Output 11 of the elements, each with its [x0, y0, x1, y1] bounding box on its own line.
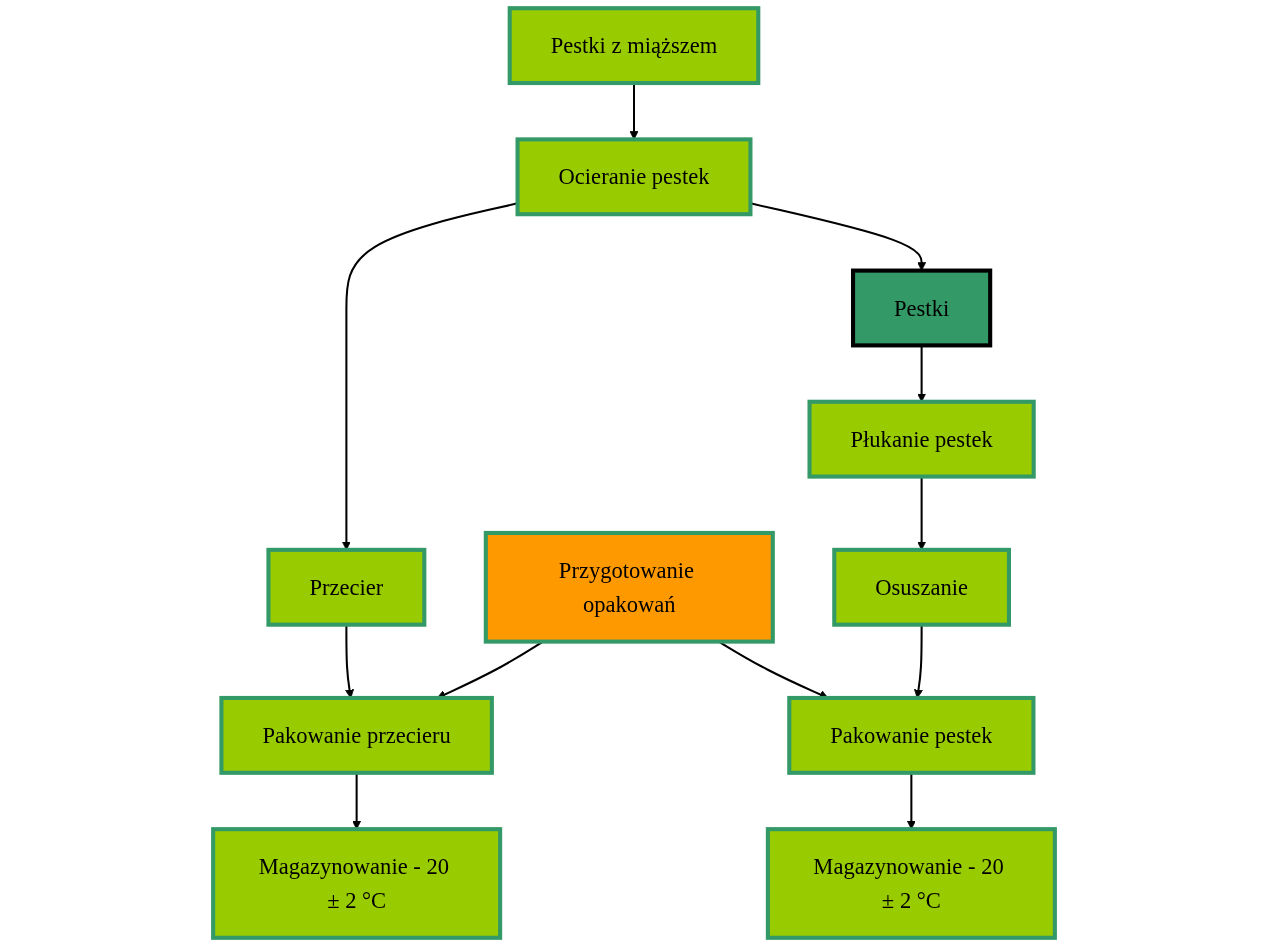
node-box: Ocieranie pestek — [515, 137, 753, 217]
node-box: Pestki — [851, 268, 993, 348]
node-box: Osuszanie — [832, 547, 1011, 627]
node-box: Pakowanie przecieru — [219, 695, 494, 775]
node-box: Magazynowanie - 20 ± 2 °C — [765, 827, 1057, 940]
node-box: Przygotowanie opakowań — [483, 530, 775, 644]
node-box: Pakowanie pestek — [787, 695, 1036, 775]
node-box: Płukanie pestek — [807, 399, 1036, 479]
node-box: Pestki z miąższem — [507, 6, 761, 86]
node-box: Magazynowanie - 20 ± 2 °C — [211, 827, 503, 940]
node-box: Przecier — [266, 547, 427, 627]
